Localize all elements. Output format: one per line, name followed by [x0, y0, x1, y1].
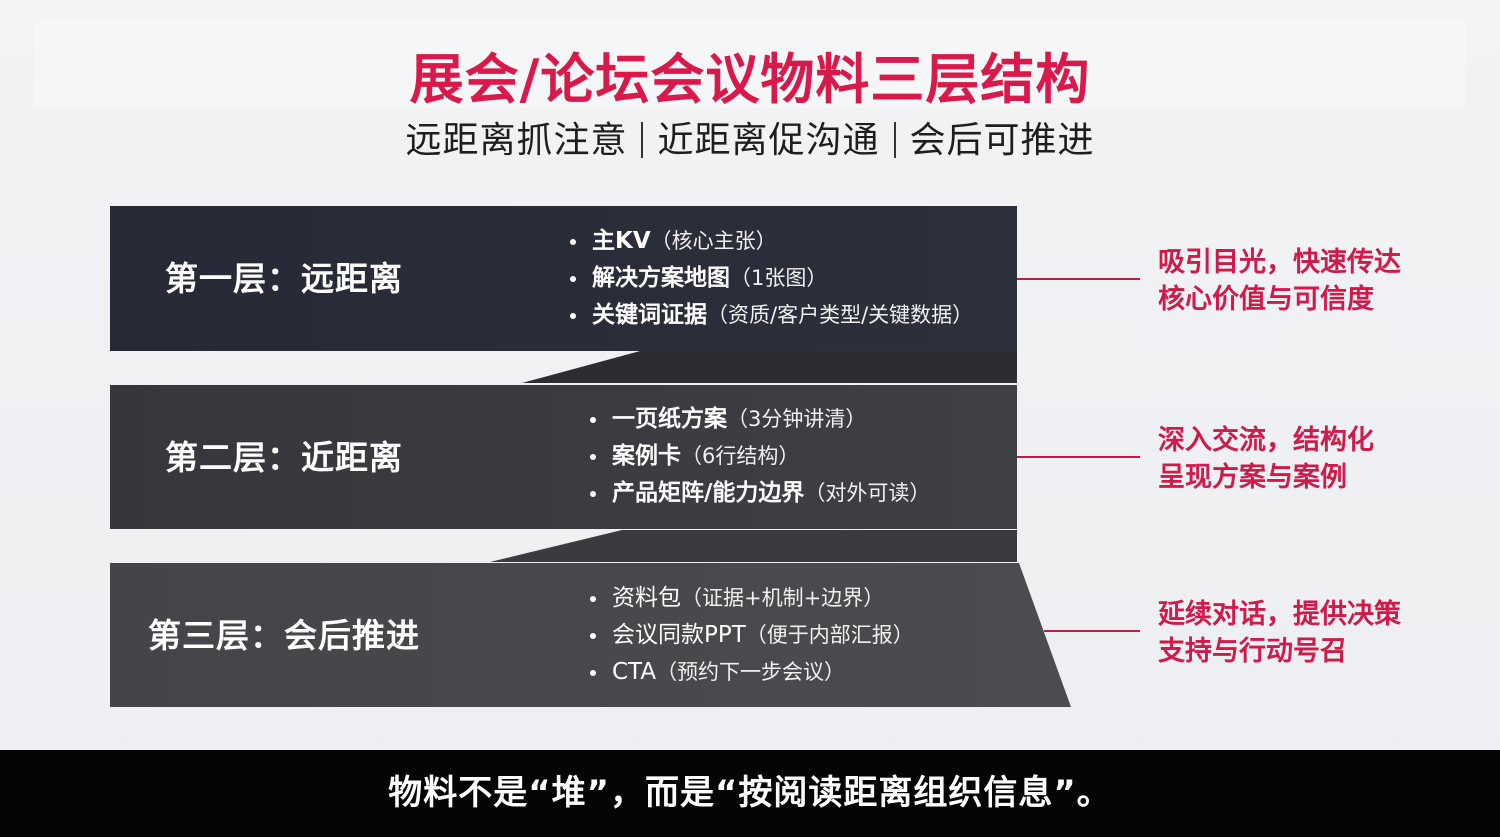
layer-band-1 — [110, 206, 1017, 351]
list-item: 产品矩阵/能力边界（对外可读） — [588, 475, 930, 512]
layer-1-items: 主KV（核心主张） 解决方案地图（1张图） 关键词证据（资质/客户类型/关键数据… — [568, 223, 973, 334]
list-item: 案例卡（6行结构） — [588, 438, 930, 475]
list-item: 主KV（核心主张） — [568, 223, 973, 260]
caption-bar — [0, 750, 1500, 837]
layer-1-connector — [1017, 278, 1140, 280]
layer-band-2 — [110, 385, 1017, 529]
layer-3-connector — [1044, 630, 1140, 632]
layer-2-description: 深入交流，结构化 呈现方案与案例 — [1158, 425, 1374, 493]
layer-2-items: 一页纸方案（3分钟讲清） 案例卡（6行结构） 产品矩阵/能力边界（对外可读） — [588, 401, 930, 512]
fold-1-2 — [522, 351, 1017, 383]
list-item: CTA（预约下一步会议） — [588, 654, 914, 691]
list-item: 关键词证据（资质/客户类型/关键数据） — [568, 297, 973, 334]
page-subtitle: 远距离抓注意近距离促沟通会后可推进 — [0, 116, 1500, 166]
fold-2-3 — [490, 530, 1017, 562]
page-title: 展会/论坛会议物料三层结构 — [409, 48, 1091, 111]
layer-3-description: 延续对话，提供决策 支持与行动号召 — [1158, 599, 1401, 667]
layer-2-label: 第二层：近距离 — [165, 438, 403, 477]
subtitle-separator — [641, 122, 644, 158]
subtitle-part-after: 会后可推进 — [909, 120, 1095, 161]
layer-3-label: 第三层：会后推进 — [148, 616, 420, 655]
layer-1-label: 第一层：远距离 — [165, 259, 403, 298]
list-item: 一页纸方案（3分钟讲清） — [588, 401, 930, 438]
list-item: 解决方案地图（1张图） — [568, 260, 973, 297]
subtitle-part-far: 远距离抓注意 — [405, 120, 628, 161]
list-item: 会议同款PPT（便于内部汇报） — [588, 617, 914, 654]
layer-2-connector — [1017, 456, 1140, 458]
subtitle-separator — [893, 122, 896, 158]
caption-text: 物料不是“堆”，而是“按阅读距离组织信息”。 — [388, 773, 1112, 813]
subtitle-part-near: 近距离促沟通 — [657, 120, 880, 161]
header-panel — [34, 18, 1466, 108]
list-item: 资料包（证据+机制+边界） — [588, 580, 914, 617]
layer-1-description: 吸引目光，快速传达 核心价值与可信度 — [1158, 247, 1401, 315]
layer-3-items: 资料包（证据+机制+边界） 会议同款PPT（便于内部汇报） CTA（预约下一步会… — [588, 580, 914, 691]
